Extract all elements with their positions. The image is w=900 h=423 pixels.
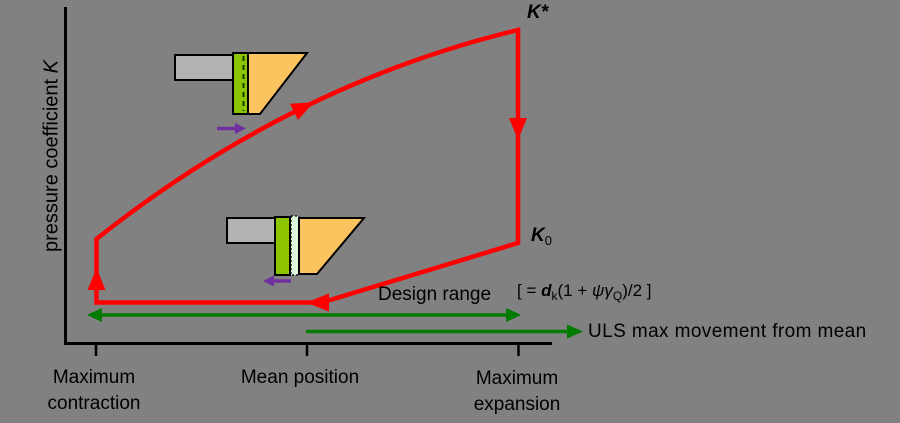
- gap-strip-dashed: [290, 215, 300, 276]
- y-axis-label-text: pressure coefficient: [40, 73, 63, 252]
- formula-q-subscript: Q: [612, 289, 623, 303]
- loop-arrowhead-upper-curve: [290, 102, 314, 120]
- axes: [64, 7, 552, 356]
- formula-open: [ =: [517, 281, 542, 300]
- formula-d-variable: d: [541, 281, 552, 300]
- x-tick-label-max-expansion: Maximum expansion: [474, 366, 561, 418]
- loop-arrowhead-left: [306, 293, 329, 312]
- x-tick-label-mean-position: Mean position: [241, 365, 359, 391]
- soil-pressure-wedge: [247, 52, 310, 115]
- k-star-label: K*: [527, 2, 548, 24]
- max-expansion-line1: Maximum: [475, 368, 559, 389]
- inset-wall-contraction: [226, 215, 367, 287]
- y-axis-label: pressure coefficient K: [41, 60, 64, 252]
- max-expansion-line2: expansion: [473, 394, 561, 415]
- loop-arrowhead-up: [87, 268, 106, 290]
- k-zero-label: K0: [531, 225, 552, 248]
- x-tick-label-max-contraction: Maximum contraction: [48, 365, 141, 417]
- formula-k-subscript: k: [551, 289, 558, 303]
- k-star-symbol: K: [527, 2, 541, 23]
- deck-gray-rect: [174, 54, 235, 81]
- max-contraction-line2: contraction: [47, 393, 141, 414]
- design-range-arrowhead-left: [87, 308, 102, 322]
- loop-arrowhead-down: [509, 118, 527, 140]
- soil-pressure-wedge: [298, 217, 367, 275]
- movement-arrowhead-left: [263, 275, 274, 287]
- design-range-formula: [ = dk(1 + ψγQ)/2 ]: [517, 281, 652, 303]
- design-range-arrowhead-right: [506, 308, 521, 322]
- formula-close: )/2 ]: [622, 281, 652, 300]
- mean-position-line1: Mean position: [240, 367, 360, 388]
- k-zero-subscript: 0: [544, 233, 552, 248]
- k-zero-symbol: K: [531, 225, 545, 246]
- uls-arrowhead-right: [567, 324, 583, 339]
- formula-psi-gamma: ψγ: [592, 281, 613, 300]
- uls-movement-label: ULS max movement from mean: [588, 321, 867, 342]
- uls-movement-arrow: [306, 324, 583, 339]
- inset-wall-expansion: [174, 52, 310, 134]
- deck-gray-rect: [226, 217, 276, 244]
- loop-path: [94, 27, 521, 305]
- abutment-wall-green: [274, 216, 291, 276]
- design-range-label: Design range: [378, 284, 492, 305]
- design-range-arrow: [87, 308, 521, 322]
- movement-arrowhead-right: [235, 123, 246, 134]
- abutment-wall-green: [232, 52, 249, 115]
- formula-mid: (1 +: [557, 281, 592, 300]
- max-contraction-line1: Maximum: [52, 367, 136, 388]
- y-axis-k-symbol: K: [40, 60, 63, 74]
- pressure-loop: [87, 27, 527, 312]
- k-star-mark: *: [540, 2, 549, 23]
